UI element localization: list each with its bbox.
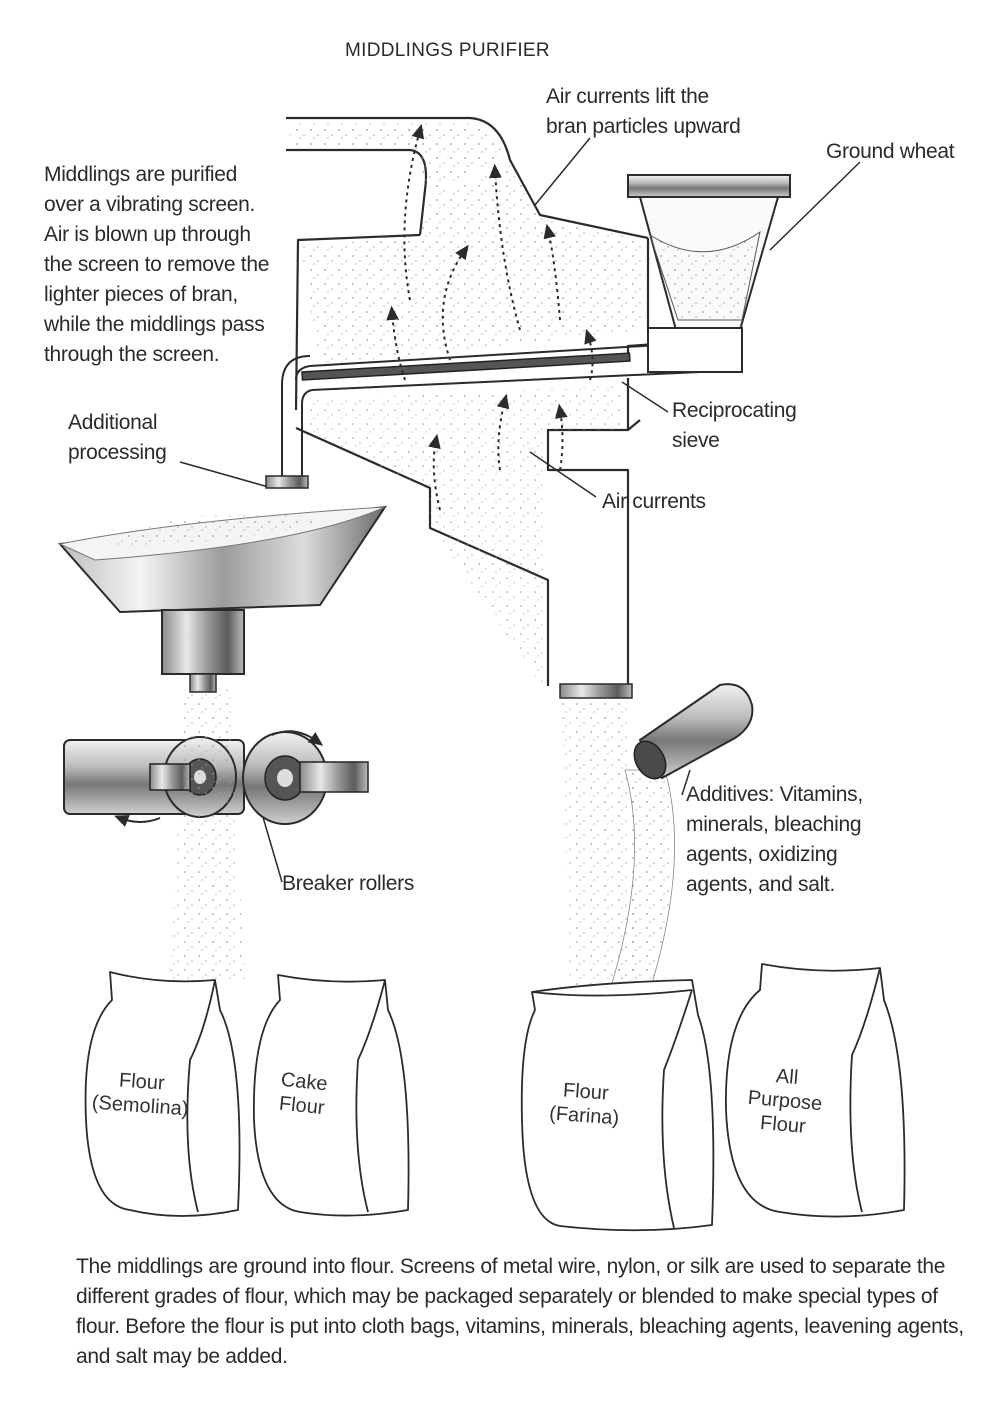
label-middlings-purified: Middlings are purified over a vibrating … [44, 163, 270, 366]
particle-cloud [300, 165, 645, 365]
bag-farina [520, 979, 715, 1232]
ground-wheat-hopper [627, 174, 791, 373]
caption-text: The middlings are ground into flour. Scr… [76, 1255, 964, 1368]
flour-bags [84, 963, 906, 1232]
label-air-currents: Air currents [602, 490, 706, 513]
reciprocating-sieve [301, 352, 631, 381]
label-air-lift: Air currents lift the bran particles upw… [546, 85, 741, 138]
bag-label-semolina: Flour (Semolina) [91, 1069, 190, 1121]
duct-particles [290, 122, 505, 190]
label-breaker-rollers: Breaker rollers [282, 872, 415, 895]
bag-label-allpurpose: All Purpose Flour [746, 1065, 824, 1138]
label-additional-processing: Additional processing [68, 411, 167, 464]
air-arrows [386, 123, 597, 511]
label-ground-wheat: Ground wheat [826, 140, 955, 163]
flour-stream-left [170, 690, 245, 980]
purifier-outlet [559, 683, 633, 699]
label-reciprocating-sieve: Reciprocating sieve [672, 399, 797, 452]
diagram-title: MIDDLINGS PURIFIER [345, 40, 550, 61]
processing-bowl [57, 475, 388, 693]
bag-label-cake: Cake Flour [277, 1068, 329, 1120]
falling-middlings [305, 385, 620, 690]
label-additives: Additives: Vitamins, minerals, bleaching… [686, 783, 863, 896]
additives-pipe [633, 683, 754, 780]
flour-stream-right [562, 700, 640, 1000]
bag-label-farina: Flour (Farina) [548, 1079, 620, 1130]
